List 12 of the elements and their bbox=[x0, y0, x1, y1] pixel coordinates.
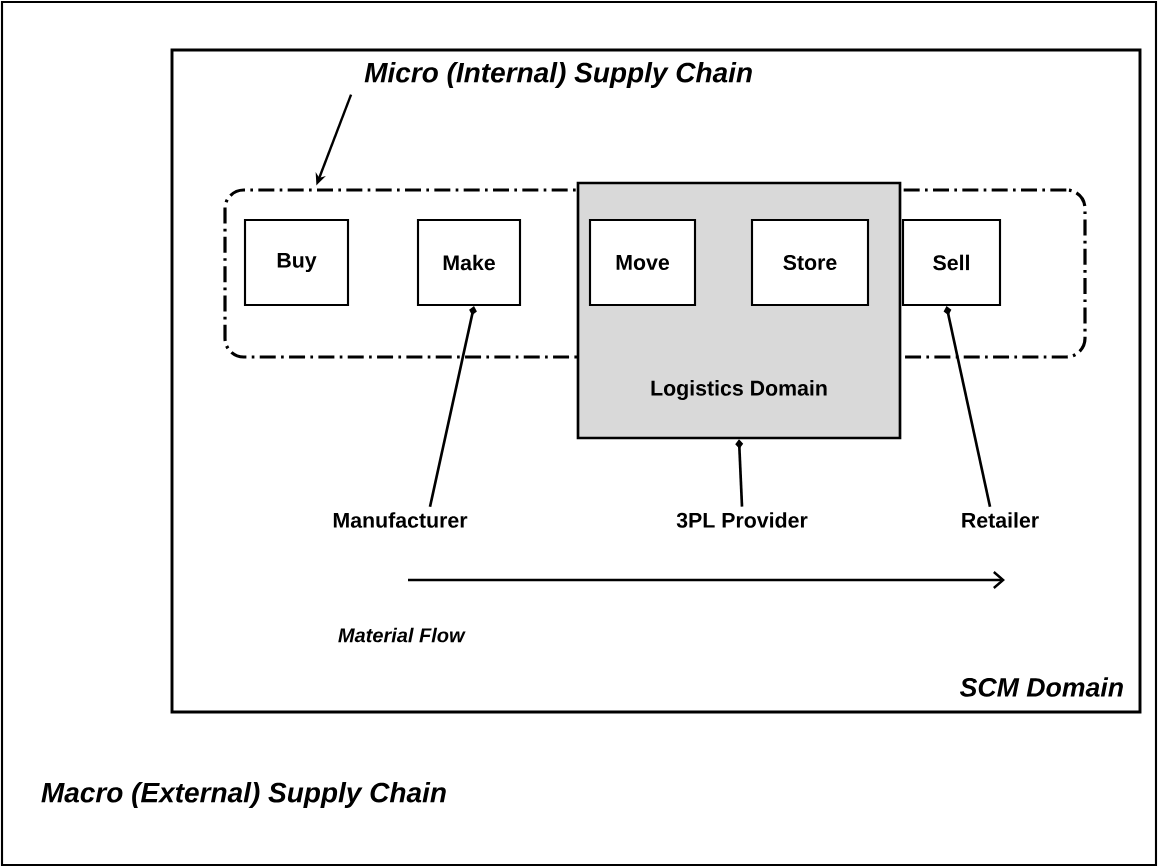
process-box: Make bbox=[416, 218, 522, 307]
role-label: Retailer bbox=[962, 512, 1039, 528]
role-label: Manufacturer bbox=[333, 512, 468, 528]
leader-line bbox=[428, 306, 477, 507]
flow-label: Material Flow bbox=[338, 627, 466, 643]
process-box: Store bbox=[750, 218, 870, 307]
process-box: Buy bbox=[243, 218, 350, 307]
process-box: Move bbox=[588, 218, 697, 307]
process-box: Sell bbox=[901, 218, 1002, 307]
heading-text: Micro (Internal) Supply Chain bbox=[364, 61, 752, 89]
leader-line bbox=[943, 306, 992, 507]
role-label: 3PL Provider bbox=[676, 512, 808, 528]
